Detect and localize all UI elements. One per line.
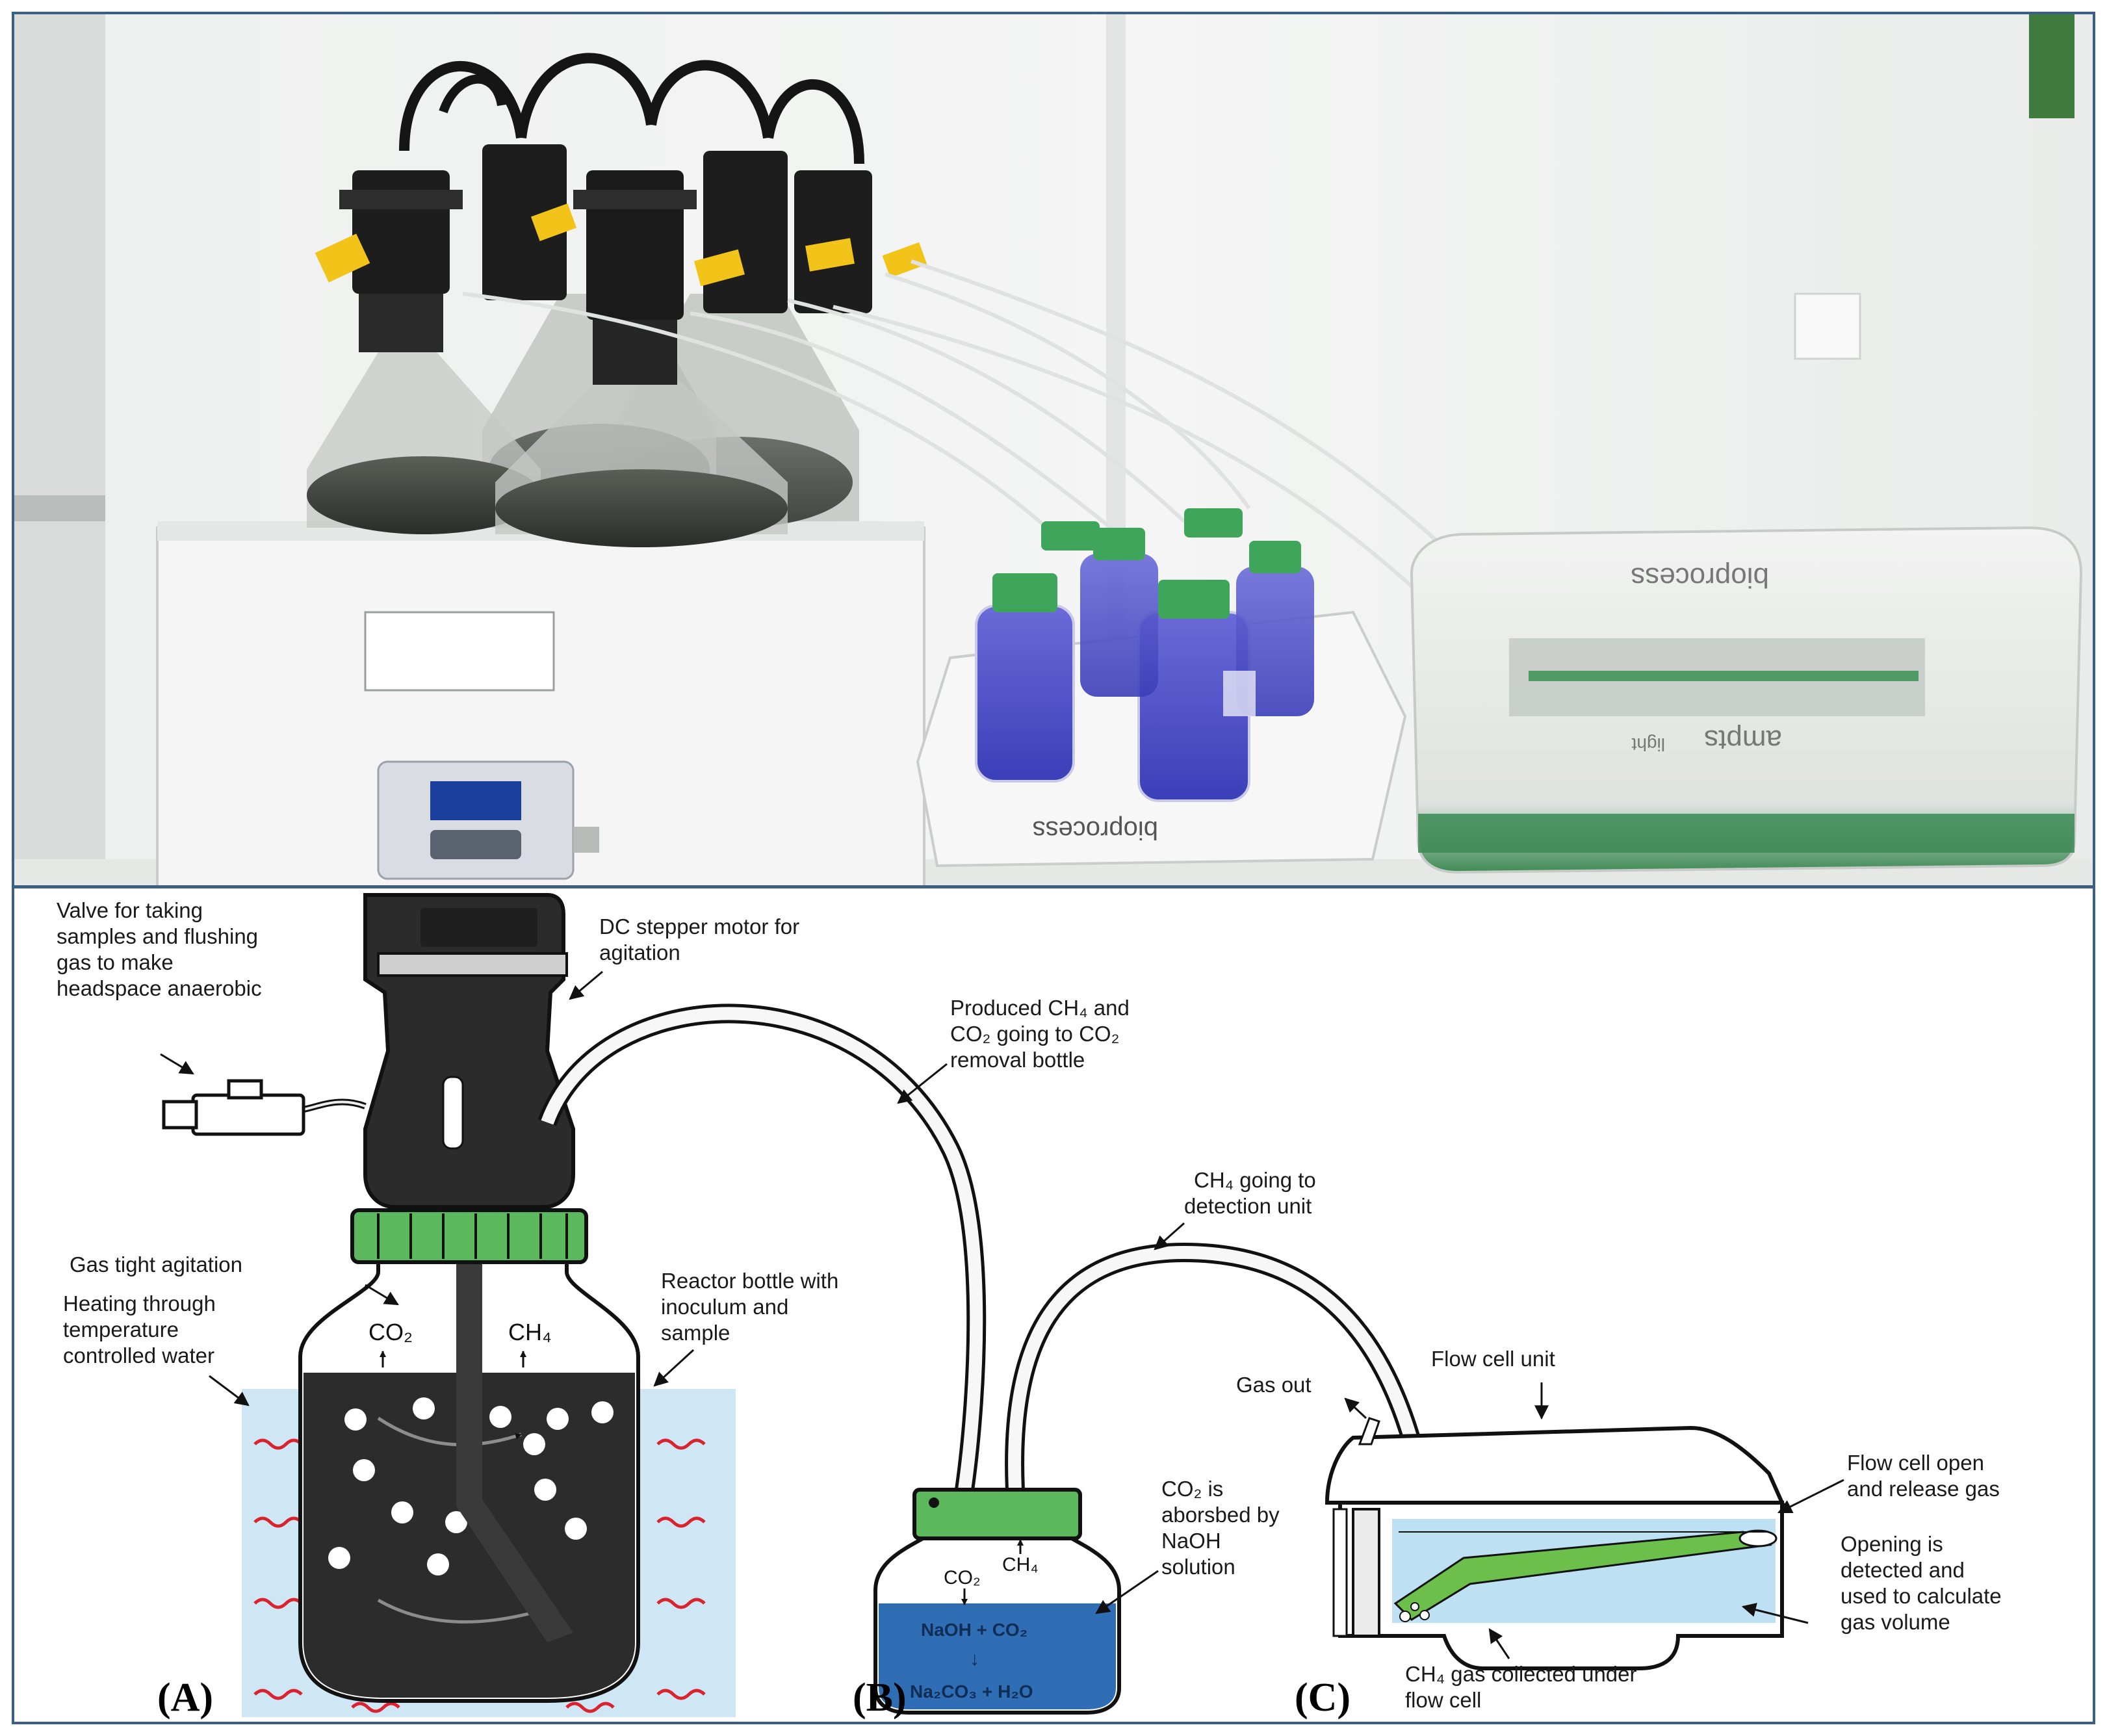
trap-co2-label: CO₂ [944, 1567, 981, 1588]
water-bath [156, 521, 925, 885]
valve-line-3: gas to make [57, 950, 174, 974]
naoh-bottles [975, 508, 1314, 802]
wall-switch [1794, 292, 1861, 360]
agitator-shaft [456, 1252, 573, 1642]
flow-unit-model: ampts [1704, 724, 1782, 756]
co2-trap-bottle: CO₂ CH₄ NaOH + CO₂ ↓ Na₂CO₃ + H₂O [873, 1488, 1121, 1715]
ch4-going-line-2: detection unit [1184, 1194, 1312, 1218]
sampling-valve [162, 1079, 367, 1136]
opening-line-2: detected and [1841, 1558, 1965, 1582]
flow-cell-box: bioprocess ampts light [1410, 526, 2083, 874]
valve-line-2: samples and flushing [57, 924, 258, 948]
ch4-collected-line-2: flow cell [1405, 1688, 1481, 1712]
annotation-ch4-collected: CH₄ gas collected under flow cell [1405, 1628, 1637, 1712]
reactor-ch4-label: CH₄ [508, 1319, 552, 1345]
flow-cell-device [1325, 1417, 1785, 1670]
co2-trap-unit: bioprocess [916, 508, 1407, 868]
ch4-going-line-1: CH₄ going to [1194, 1168, 1316, 1192]
ampts-schematic: CO₂ CH₄ CO₂ CH₄ NaOH + CO₂ ↓ Na₂CO₃ + H₂… [57, 893, 2002, 1720]
ch4-collected-line-1: CH₄ gas collected under [1405, 1662, 1637, 1686]
gas-tight-text: Gas tight agitation [70, 1252, 242, 1276]
annotation-opening-detected: Opening is detected and used to calculat… [1741, 1532, 2002, 1634]
co2-absorbed-line-4: solution [1161, 1555, 1235, 1579]
valve-line-4: headspace anaerobic [57, 976, 262, 1000]
flow-unit-model-suffix: light [1631, 734, 1665, 755]
annotation-motor: DC stepper motor for agitation [569, 914, 799, 1000]
panel-label-a: (A) [157, 1676, 213, 1720]
gas-tubes [462, 259, 1446, 588]
flow-open-line-1: Flow cell open [1847, 1451, 1984, 1475]
flow-cell-unit-text: Flow cell unit [1431, 1347, 1555, 1371]
annotation-gas-tight: Gas tight agitation [70, 1252, 399, 1306]
flow-open-line-2: and release gas [1847, 1477, 2000, 1501]
annotation-reactor-bottle: Reactor bottle with inoculum and sample [653, 1269, 838, 1387]
reaction-arrow: ↓ [970, 1648, 979, 1670]
reactor-line-3: sample [661, 1321, 730, 1345]
produced-line-2: CO₂ going to CO₂ [950, 1022, 1119, 1046]
reactor-co2-label: CO₂ [368, 1319, 413, 1345]
annotation-heating: Heating through temperature controlled w… [63, 1291, 250, 1406]
bath-label [364, 611, 555, 692]
gas-out-text: Gas out [1236, 1373, 1312, 1397]
heating-line-2: temperature [63, 1317, 179, 1341]
co2-absorbed-line-3: NaOH [1161, 1529, 1221, 1553]
opening-line-4: gas volume [1841, 1610, 1950, 1634]
produced-line-3: removal bottle [950, 1048, 1085, 1072]
annotation-flow-cell-unit: Flow cell unit [1431, 1347, 1555, 1420]
opening-line-3: used to calculate [1841, 1584, 2002, 1608]
reactor-bottles [307, 53, 927, 547]
reactor-cap [350, 1208, 588, 1264]
panel-label-c: (C) [1295, 1676, 1351, 1720]
annotation-co2-absorbed: CO₂ is aborsbed by NaOH solution [1095, 1477, 1280, 1614]
annotation-valve: Valve for taking samples and flushing ga… [57, 898, 262, 1075]
reactor-assembly: CO₂ CH₄ [162, 893, 736, 1717]
valve-line-1: Valve for taking [57, 898, 203, 922]
panel-divider [12, 885, 2095, 888]
heating-line-3: controlled water [63, 1343, 214, 1367]
annotation-ch4-going: CH₄ going to detection unit [1154, 1168, 1316, 1250]
heat-waves [253, 1438, 706, 1713]
flow-unit-brand: bioprocess [1631, 562, 1769, 593]
reactor-line-1: Reactor bottle with [661, 1269, 838, 1293]
co2-absorbed-line-2: aborsbed by [1161, 1503, 1280, 1527]
co2-trap-brand: bioprocess [1033, 816, 1158, 844]
bath-display [430, 781, 521, 820]
wall-sign [2029, 14, 2075, 118]
opening-line-1: Opening is [1841, 1532, 1943, 1556]
motor-line-1: DC stepper motor for [599, 914, 799, 939]
reaction-bottom: Na₂CO₃ + H₂O [910, 1681, 1033, 1702]
bath-buttons [430, 830, 521, 859]
annotation-gas-out: Gas out [1236, 1373, 1367, 1419]
trap-ch4-label: CH₄ [1002, 1554, 1039, 1575]
motor-line-2: agitation [599, 940, 680, 965]
trap-cap [912, 1488, 1082, 1540]
heating-line-1: Heating through [63, 1291, 216, 1315]
co2-absorbed-line-1: CO₂ is [1161, 1477, 1223, 1501]
annotation-flow-cell-open: Flow cell open and release gas [1777, 1451, 2000, 1514]
lab-setup-photo: bioprocess bioprocess ampts light [14, 14, 2093, 885]
refrigerator-edge [14, 14, 105, 885]
annotation-produced-gas: Produced CH₄ and CO₂ going to CO₂ remova… [897, 996, 1130, 1104]
reaction-top: NaOH + CO₂ [921, 1620, 1028, 1640]
produced-line-1: Produced CH₄ and [950, 996, 1130, 1020]
panel-label-b: (B) [853, 1676, 907, 1720]
reactor-line-2: inoculum and [661, 1295, 788, 1319]
